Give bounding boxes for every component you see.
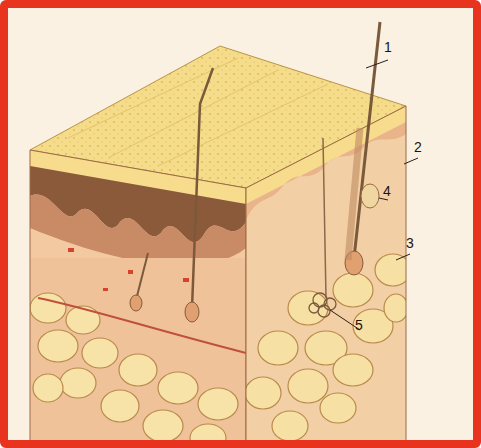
callout-number: 4 — [383, 184, 391, 198]
callout-number: 3 — [406, 236, 414, 250]
skin-illustration — [8, 8, 481, 448]
callout-number: 5 — [355, 318, 363, 332]
callout-number: 1 — [384, 40, 392, 54]
callout-number: 2 — [414, 140, 422, 154]
